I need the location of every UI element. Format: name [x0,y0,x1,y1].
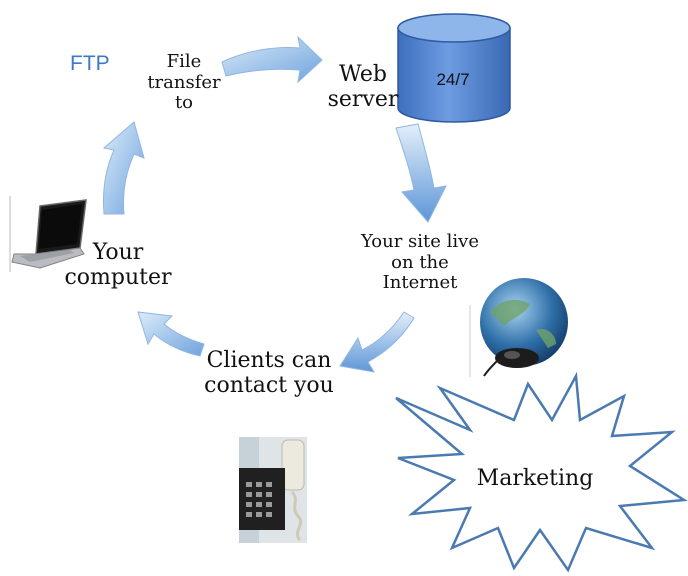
web-server-label: Web server [327,62,399,113]
telephone-icon [239,437,307,543]
database-icon [397,13,511,123]
arrow-to-internet [395,123,447,223]
ftp-label: FTP [70,52,110,75]
database-24-7-label: 24/7 [436,70,470,89]
laptop-icon [9,196,87,272]
file-transfer-label: File transfer to [147,51,221,114]
site-live-label: Your site live on the Internet [360,231,479,294]
arrow-to-clients [339,311,415,373]
arrow-to-computer [137,311,205,357]
globe-mouse-icon [469,278,568,377]
marketing-label: Marketing [476,466,594,491]
clients-label: Clients can contact you [204,348,334,399]
your-computer-label: Your computer [64,240,172,291]
marketing-starburst [395,371,688,573]
arrow-to-server [221,35,323,84]
arrow-to-file-transfer [102,121,145,215]
